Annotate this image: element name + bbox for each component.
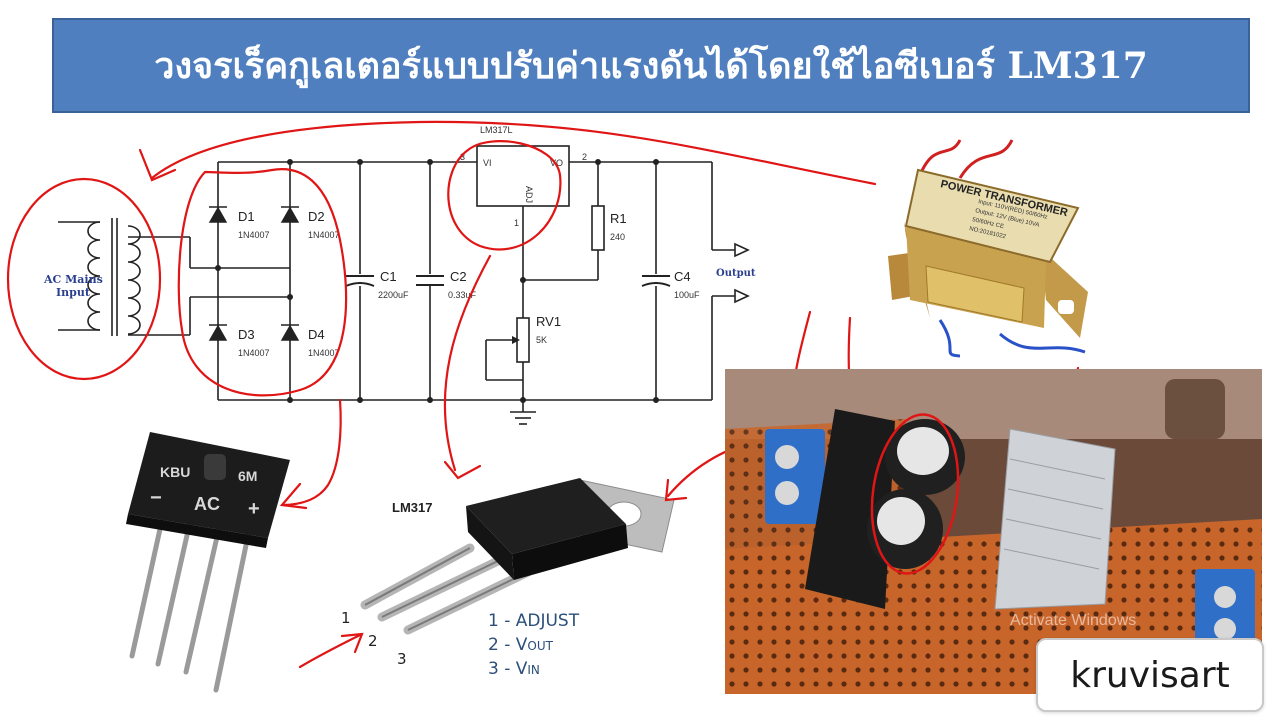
d2-label: D2 — [308, 209, 325, 224]
r1-value: 240 — [610, 232, 625, 242]
activate-windows-watermark: Activate Windows — [1010, 612, 1137, 629]
circuit-diagram: AC Mains Input D1 D2 D3 D4 C1 C2 C4 R1 R… — [6, 120, 1088, 693]
bridge-minus: − — [150, 487, 162, 509]
brand-name: kruvisart — [1070, 654, 1230, 696]
lm317-pin-number-1: 1 — [341, 609, 351, 627]
bridge-rectifier: KBU 6M − AC + — [126, 432, 290, 693]
d4-label: D4 — [308, 327, 325, 342]
ic-pin1: 1 — [514, 218, 519, 228]
output-label: Output — [716, 268, 756, 279]
lm317-pin-number-3: 3 — [397, 650, 407, 668]
bridge-text-kbu: KBU — [160, 464, 190, 480]
d1-label: D1 — [238, 209, 255, 224]
ac-input-label-1: AC Mains — [43, 273, 103, 286]
d1-part: 1N4007 — [238, 230, 270, 240]
c4-label: C4 — [674, 269, 691, 284]
pin-vout: 2 - Vout — [488, 633, 579, 657]
ic-pin3: 3 — [460, 152, 465, 162]
pin-vout-prefix: 2 - V — [488, 635, 528, 655]
lm317-label: LM317 — [392, 500, 432, 515]
bridge-text-6m: 6M — [238, 468, 257, 484]
lm317-pin-number-2: 2 — [368, 632, 378, 650]
d4-part: 1N4007 — [308, 348, 340, 358]
ic-name: LM317L — [480, 125, 513, 135]
d3-part: 1N4007 — [238, 348, 270, 358]
c1-label: C1 — [380, 269, 397, 284]
rv1-value: 5K — [536, 335, 547, 345]
ac-input-label-2: Input — [56, 286, 91, 299]
c1-value: 2200uF — [378, 290, 409, 300]
pin-vout-sub: out — [527, 635, 553, 655]
pin-vin-sub: in — [527, 659, 540, 679]
rv1-label: RV1 — [536, 314, 561, 329]
r1-label: R1 — [610, 211, 627, 226]
c2-label: C2 — [450, 269, 467, 284]
lm317-pin-list: 1 - ADJUST 2 - Vout 3 - Vin — [488, 609, 579, 681]
power-transformer: POWER TRANSFORMER Input: 110V(RED) 50/60… — [888, 139, 1088, 358]
d3-label: D3 — [238, 327, 255, 342]
ic-vi: VI — [483, 158, 492, 168]
bridge-plus: + — [248, 498, 260, 520]
title-banner: วงจรเร็คกูเลเตอร์แบบปรับค่าแรงดันได้โดยใ… — [52, 18, 1250, 113]
d2-part: 1N4007 — [308, 230, 340, 240]
red-annotations — [6, 120, 1080, 669]
pin-vin-prefix: 3 - V — [488, 659, 528, 679]
ic-vo: VO — [550, 158, 563, 168]
page-title: วงจรเร็คกูเลเตอร์แบบปรับค่าแรงดันได้โดยใ… — [154, 45, 1148, 87]
pin-adjust: 1 - ADJUST — [488, 611, 580, 631]
c4-value: 100uF — [674, 290, 700, 300]
brand-badge: kruvisart — [1036, 638, 1264, 712]
pin-vin: 3 - Vin — [488, 657, 579, 681]
ic-pin2: 2 — [582, 152, 587, 162]
ic-adj: ADJ — [524, 186, 534, 203]
lm317-package: LM317 — [360, 478, 675, 635]
circuit-board-photo — [725, 369, 1262, 694]
c2-value: 0.33uF — [448, 290, 477, 300]
bridge-ac: AC — [194, 494, 220, 514]
